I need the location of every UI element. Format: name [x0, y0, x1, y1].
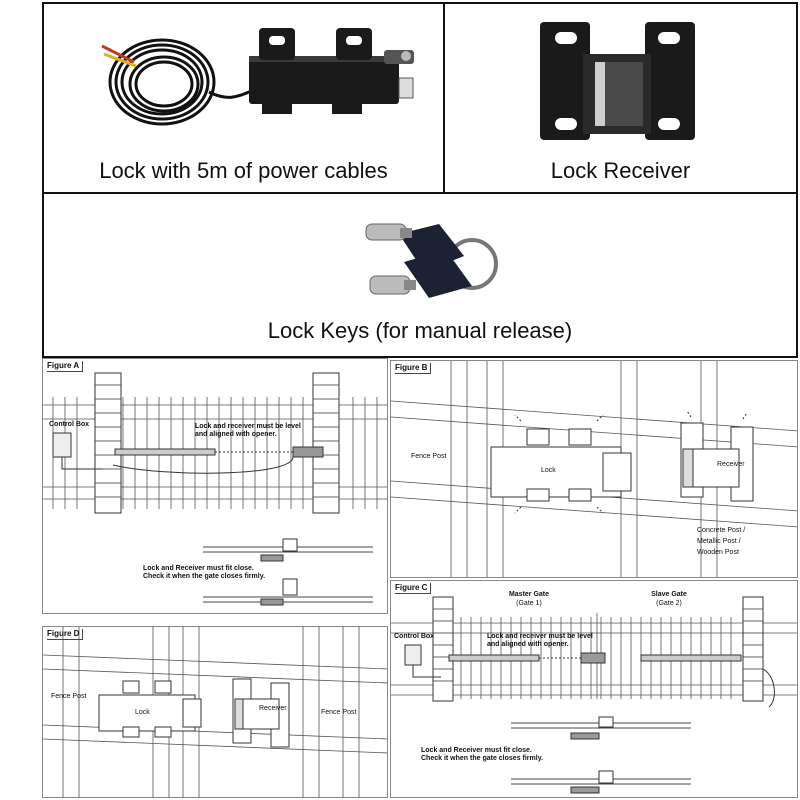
figure-b-title: Figure B — [395, 363, 432, 374]
lock-caption: Lock with 5m of power cables — [99, 158, 388, 183]
panel-receiver: Lock Receiver — [443, 2, 798, 194]
figure-a: Figure A Control Box Lock and receiver m… — [42, 358, 388, 614]
receiver-caption: Lock Receiver — [550, 158, 691, 183]
lock-keys-image — [365, 223, 498, 298]
figure-c: Figure C Master Gate (Gate 1) Slave Gate… — [390, 580, 798, 798]
figure-c-slave-gate-sub: (Gate 2) — [656, 600, 682, 607]
figure-b-receiver-label: Receiver — [717, 461, 745, 468]
figure-c-master-gate-label: Master Gate — [508, 591, 550, 598]
figure-c-title: Figure C — [395, 583, 432, 594]
figure-b: Figure B Fence Post Lock Receiver Concre… — [390, 360, 798, 578]
figure-d-diagram — [43, 627, 387, 797]
figure-c-diagram — [391, 596, 797, 794]
panel-lock: Lock with 5m of power cables — [42, 2, 445, 194]
figure-a-close-note: Lock and Receiver must fit close. Check … — [143, 565, 266, 580]
figure-d-title: Figure D — [47, 629, 84, 640]
figure-d-lock-label: Lock — [135, 709, 150, 716]
figure-c-level-note: Lock and receiver must be level and alig… — [487, 633, 593, 648]
figure-b-posts-label: Concrete Post / Metallic Post / Wooden P… — [697, 527, 746, 556]
figure-a-control-box-label: Control Box — [49, 421, 90, 428]
figure-c-slave-gate-label: Slave Gate — [651, 591, 687, 598]
figure-a-title: Figure A — [47, 361, 84, 372]
figure-a-level-note: Lock and receiver must be level and alig… — [195, 423, 301, 438]
panel-keys: Lock Keys (for manual release) — [42, 192, 798, 358]
figure-b-fence-post-label: Fence Post — [411, 453, 447, 460]
lock-receiver-image — [540, 22, 695, 140]
figure-d-receiver-label: Receiver — [259, 705, 287, 712]
keys-caption: Lock Keys (for manual release) — [267, 318, 573, 343]
lock-with-cables-image — [101, 28, 414, 126]
figure-d-fence-post-right-label: Fence Post — [321, 709, 357, 716]
figure-a-diagram — [43, 372, 387, 606]
figure-b-diagram — [391, 361, 797, 577]
figure-c-close-note: Lock and Receiver must fit close. Check … — [421, 747, 544, 762]
figure-d-fence-post-left-label: Fence Post — [51, 693, 87, 700]
figure-b-lock-label: Lock — [541, 467, 556, 474]
figure-c-master-gate-sub: (Gate 1) — [516, 600, 542, 607]
figure-d: Figure D Fence Post Lock Receiver Fence … — [42, 626, 388, 798]
figure-c-control-box-label: Control Box — [394, 633, 435, 640]
